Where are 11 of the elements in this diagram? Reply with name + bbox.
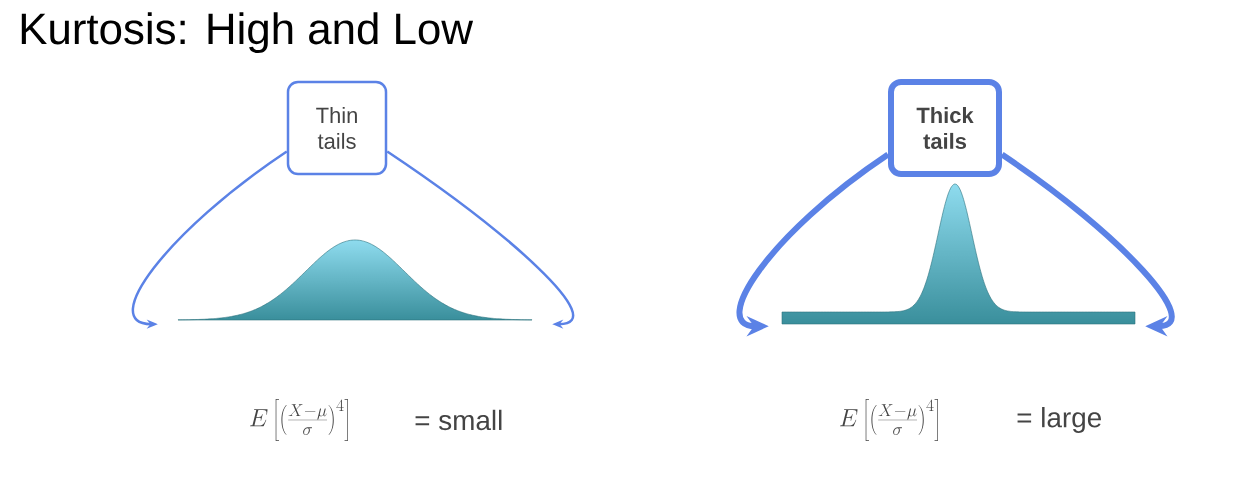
formula: $E\left[\left(\frac{X-\mu}{\sigma}\right)^{4}\right]$ [840, 399, 938, 441]
formula: $E\left[\left(\frac{X-\mu}{\sigma}\right)^{4}\right]$ [250, 399, 348, 441]
formula-value: = small [415, 409, 502, 431]
arrow [1000, 152, 1175, 337]
arrow [386, 150, 575, 329]
distribution-curve-drawing [177, 239, 533, 321]
label-box: Thin tails [286, 80, 388, 176]
label-box: Thick tails [888, 79, 1002, 177]
distribution-curve-drawing [781, 183, 1136, 325]
formula-value: = large [1017, 407, 1101, 433]
title: Kurtosis: High and Low [21, 12, 474, 54]
